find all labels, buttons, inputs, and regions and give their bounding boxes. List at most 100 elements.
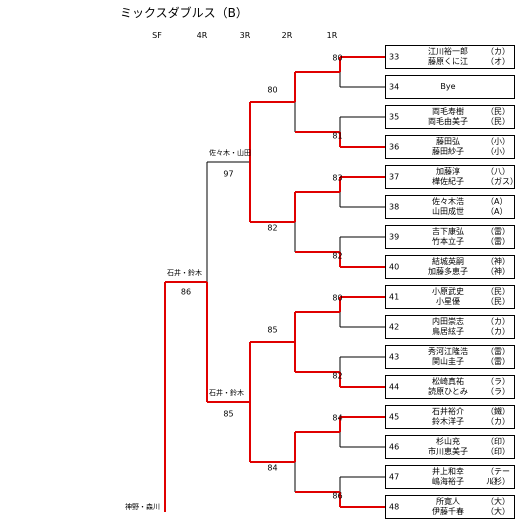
entry-player-1: 井上和幸 bbox=[432, 467, 464, 476]
winner-label: 石井・鈴木 bbox=[209, 389, 244, 397]
entry-player-1: 秀河江隆浩 bbox=[428, 347, 468, 356]
entry-player-2: 藤原くに江 bbox=[428, 57, 468, 66]
entry-player-1: 江川裕一郎 bbox=[428, 47, 468, 56]
entry-affiliation-2: （雷） bbox=[486, 357, 510, 366]
entry-player-1: 加藤淳 bbox=[436, 167, 460, 176]
entry-affiliation-1: （雷） bbox=[486, 227, 510, 236]
entry-player-2: 両毛由美子 bbox=[428, 117, 468, 126]
entry-affiliation-2: （神） bbox=[486, 267, 510, 276]
entry-affiliation-2: （ガス） bbox=[486, 177, 518, 186]
entry-player-2: 藤田紗子 bbox=[432, 147, 464, 156]
entry-seed: 40 bbox=[389, 262, 400, 272]
winner-label: 神野・森川 bbox=[125, 503, 160, 511]
entry-box: 39 吉下康弘 （雷） 竹本立子 （雷） bbox=[385, 225, 515, 249]
entry-affiliation-1: （大） bbox=[486, 497, 510, 506]
match-number-r3: 82 bbox=[267, 223, 278, 233]
entry-affiliation-1: （印） bbox=[486, 437, 510, 446]
entry-affiliation-2: （雷） bbox=[486, 237, 510, 246]
entry-affiliation-1: （ラ） bbox=[486, 377, 510, 386]
entry-affiliation-1: （民） bbox=[486, 107, 510, 116]
match-number-r3: 85 bbox=[267, 325, 278, 335]
round-header-2r: 2R bbox=[281, 31, 293, 40]
entry-affiliation-2: （カ） bbox=[486, 327, 510, 336]
match-number-r2: 83 bbox=[332, 173, 343, 183]
match-number-r3: 80 bbox=[267, 85, 278, 95]
entry-affiliation-2: （大） bbox=[486, 507, 510, 516]
entry-affiliation-2: （小） bbox=[486, 147, 510, 156]
entry-seed: 47 bbox=[389, 472, 400, 482]
match-number-r2: 86 bbox=[332, 491, 343, 501]
match-number-r2: 81 bbox=[332, 131, 343, 141]
entry-player-2: 鳥居絃子 bbox=[432, 327, 464, 336]
entry-box: 34 Bye bbox=[385, 75, 515, 99]
entry-seed: 37 bbox=[389, 172, 400, 182]
entry-seed: 41 bbox=[389, 292, 400, 302]
match-number-sf: 86 bbox=[180, 287, 192, 297]
match-number-r4: 97 bbox=[223, 169, 234, 179]
entry-affiliation-2: （民） bbox=[486, 117, 510, 126]
entry-affiliation-2: （ラ） bbox=[486, 387, 510, 396]
entry-box: 36 藤田弘 （小） 藤田紗子 （小） bbox=[385, 135, 515, 159]
entry-seed: 34 bbox=[389, 82, 400, 92]
entry-player-2: 竹本立子 bbox=[432, 237, 464, 246]
entry-player-1: 佐々木浩 bbox=[432, 197, 464, 206]
entry-seed: 43 bbox=[389, 352, 400, 362]
entry-seed: 46 bbox=[389, 442, 400, 452]
page-title: ミックスダブルス（B） bbox=[120, 6, 248, 20]
entry-affiliation-2: （A） bbox=[486, 207, 508, 216]
entry-affiliation-1: （テール） bbox=[486, 467, 510, 486]
entry-affiliation-1: （小） bbox=[486, 137, 510, 146]
entry-player-1: 結城英嗣 bbox=[432, 257, 464, 266]
entry-seed: 42 bbox=[389, 322, 400, 332]
entry-box: 47 井上和幸 （テール） 嶋海裕子 （杉） bbox=[385, 465, 515, 489]
entry-player-1: 杉山充 bbox=[436, 437, 460, 446]
entry-player-1: 松崎真祐 bbox=[432, 377, 464, 386]
match-number-r4: 85 bbox=[223, 409, 234, 419]
entry-seed: 39 bbox=[389, 232, 400, 242]
winner-label: 石井・鈴木 bbox=[167, 269, 202, 277]
entry-affiliation-2: （印） bbox=[486, 447, 510, 456]
entry-affiliation-2: （民） bbox=[486, 297, 510, 306]
entry-seed: 33 bbox=[389, 52, 400, 62]
entry-player-2: 山田成世 bbox=[432, 207, 464, 216]
entry-affiliation-1: （A） bbox=[486, 197, 508, 206]
entry-player-1: 吉下康弘 bbox=[432, 227, 464, 236]
entry-seed: 45 bbox=[389, 412, 400, 422]
entry-player-1: 石井裕介 bbox=[432, 407, 464, 416]
entry-player-1: 内田崇志 bbox=[432, 317, 464, 326]
entry-affiliation-1: （民） bbox=[486, 287, 510, 296]
match-number-r2: 82 bbox=[332, 371, 343, 381]
entry-affiliation-2: （杉） bbox=[486, 477, 510, 486]
entry-player-2: 加藤多恵子 bbox=[428, 267, 468, 276]
match-number-r3: 84 bbox=[267, 463, 278, 473]
entry-seed: 36 bbox=[389, 142, 400, 152]
winner-label: 佐々木・山田 bbox=[209, 149, 251, 157]
entry-affiliation-1: （鐵） bbox=[486, 407, 510, 416]
entry-seed: 44 bbox=[389, 382, 400, 392]
match-number-r2: 80 bbox=[332, 293, 343, 303]
match-number-r2: 84 bbox=[332, 413, 343, 423]
entry-player-2: 小星優 bbox=[436, 297, 460, 306]
entry-player-2: 読原ひとみ bbox=[428, 387, 468, 396]
entry-affiliation-1: （カ） bbox=[486, 47, 510, 56]
entry-affiliation-2: （オ） bbox=[486, 57, 510, 66]
entry-affiliation-1: （神） bbox=[486, 257, 510, 266]
round-header-sf: SF bbox=[152, 31, 162, 40]
entry-seed: 48 bbox=[389, 502, 400, 512]
entry-player-2: 樺佐紀子 bbox=[432, 177, 464, 186]
entry-seed: 35 bbox=[389, 112, 400, 122]
match-number-r2: 82 bbox=[332, 251, 343, 261]
entry-player-2: 嶋海裕子 bbox=[432, 477, 464, 486]
entry-bye: Bye bbox=[440, 82, 456, 91]
entry-player-1: 藤田弘 bbox=[436, 137, 460, 146]
entry-box: 33 江川裕一郎 （カ） 藤原くに江 （オ） bbox=[385, 45, 515, 69]
